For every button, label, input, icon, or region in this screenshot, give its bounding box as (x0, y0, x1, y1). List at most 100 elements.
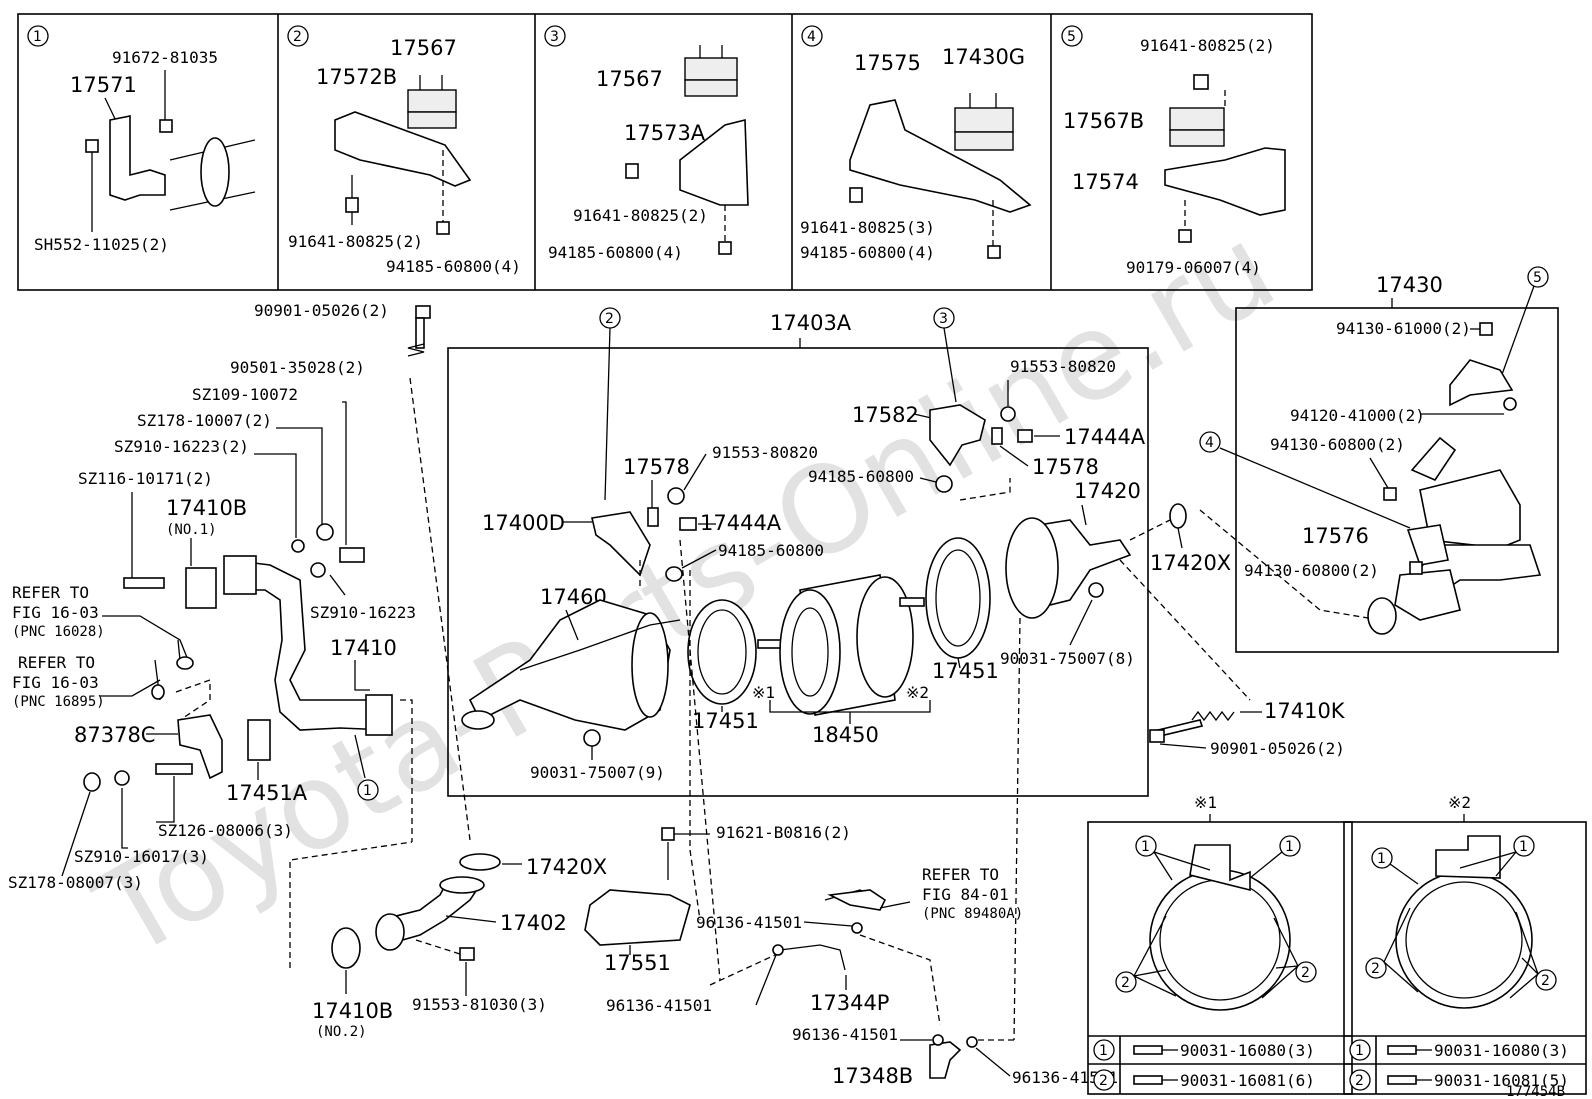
label: 94185-60800(4) (386, 257, 521, 276)
bottom-assembly: 17420X 17402 17410B (NO.2) 91553-81030(3… (289, 539, 1118, 1088)
label: FIG 84-01 (922, 885, 1009, 904)
label: REFER TO (18, 653, 95, 672)
label: 94120-41000(2) (1290, 406, 1425, 425)
left-assembly: 90901-05026(2) 90501-35028(2) SZ109-1007… (8, 301, 471, 892)
label: 91641-80825(2) (573, 206, 708, 225)
mount-17567 (684, 57, 738, 81)
label: 17451A (226, 781, 308, 805)
label: 90031-75007(8) (1000, 649, 1135, 668)
catalyst (1394, 569, 1461, 621)
label: 17551 (604, 951, 671, 975)
label: 17451 (692, 709, 759, 733)
label: 4 (1205, 435, 1214, 451)
bracket-87378C (177, 714, 223, 780)
label: (NO.2) (316, 1024, 367, 1040)
label: 17571 (70, 73, 137, 97)
label: 17344P (810, 991, 889, 1015)
label: 17410B (166, 496, 247, 520)
label: 17582 (852, 403, 919, 427)
label: SH552-11025(2) (34, 235, 169, 254)
label: SZ178-08007(3) (8, 873, 143, 892)
label: 1 (1377, 851, 1386, 867)
label: SZ109-10072 (192, 385, 298, 404)
label: 91641-80825(3) (800, 218, 935, 237)
label: 17444A (1064, 425, 1146, 449)
label: 5 (1067, 29, 1076, 45)
label: 2 (1099, 1073, 1108, 1089)
label: 91553-81030(3) (412, 995, 547, 1014)
label: 1 (1099, 1043, 1108, 1059)
mount-17567B (1169, 107, 1225, 131)
label: ※2 (1448, 793, 1471, 812)
label: 2 (1121, 975, 1130, 991)
label: 17572B (316, 65, 397, 89)
label: 2 (1541, 973, 1550, 989)
hose-17348B (929, 1041, 962, 1079)
label: 17575 (854, 51, 921, 75)
label: 17444A (700, 511, 782, 535)
label: 17578 (623, 455, 690, 479)
label: 96136-41501 (792, 1025, 898, 1044)
label: 1 (33, 29, 42, 45)
label: 17420 (1074, 479, 1141, 503)
label: 87378C (74, 723, 155, 747)
label: REFER TO (922, 865, 999, 884)
bolt-spec: 90031-16081(6) (1180, 1071, 1315, 1090)
label: 91641-80825(2) (1140, 36, 1275, 55)
label: 17410B (312, 999, 393, 1023)
star-1: ※1 (752, 683, 775, 702)
label: 17410 (330, 636, 397, 660)
label: 2 (1355, 1073, 1364, 1089)
label: 17430G (942, 45, 1025, 69)
stud (123, 577, 165, 589)
detail-2: ※2 1 1 2 2 1 2 90031-16080(3) 90031-1608… (1343, 793, 1587, 1095)
panel-5: 5 91641-80825(2) 17567B 17574 90179-0600… (1061, 25, 1286, 277)
label: 1 (1355, 1043, 1364, 1059)
label: 1 (1141, 839, 1150, 855)
label: 4 (807, 29, 816, 45)
mount-17567 (407, 89, 457, 113)
label: 91672-81035 (112, 48, 218, 67)
gasket-17420X (459, 853, 501, 871)
label: 90901-05026(2) (254, 301, 389, 320)
label: 17348B (832, 1064, 913, 1088)
label: 94130-60800(2) (1270, 435, 1405, 454)
label: FIG 16-03 (12, 603, 99, 622)
label: 17574 (1072, 170, 1139, 194)
gasket-17420X (1169, 503, 1187, 529)
label: 1 (1285, 839, 1294, 855)
gasket-17451 (687, 599, 757, 705)
bracket-17576 (1406, 524, 1449, 566)
right-assembly: 17430 5 4 94130-61000(2) 94120-41000(2) … (1119, 266, 1559, 758)
label: SZ178-10007(2) (137, 411, 272, 430)
bracket-17572B (334, 111, 472, 187)
bracket-17575 (849, 99, 1032, 213)
bracket-17574 (1164, 147, 1286, 216)
label: FIG 16-03 (12, 673, 99, 692)
label: 96136-41501 (1012, 1068, 1118, 1087)
label: 17402 (500, 911, 567, 935)
label: (PNC 16895) (12, 694, 105, 710)
bolt-spec: 90031-16080(3) (1180, 1041, 1315, 1060)
label: 17400D (482, 511, 565, 535)
label: (NO.1) (166, 522, 217, 538)
label: 17420X (1150, 551, 1231, 575)
label: 17451 (932, 659, 999, 683)
gasket-17410B-no2 (331, 927, 361, 969)
label: 94130-61000(2) (1336, 319, 1471, 338)
label: SZ910-16223(2) (114, 437, 249, 456)
assembly-title: 17403A (770, 311, 852, 335)
label: 1 (1519, 839, 1528, 855)
label: 91641-80825(2) (288, 232, 423, 251)
label: 90179-06007(4) (1126, 258, 1261, 277)
label: 91621-B0816(2) (716, 823, 851, 842)
label: 3 (550, 29, 559, 45)
label: SZ910-16223 (310, 603, 416, 622)
insulator-17551 (584, 889, 691, 946)
assembly-title: 17430 (1376, 273, 1443, 297)
label: 94185-60800(4) (548, 243, 683, 262)
label: 17578 (1032, 455, 1099, 479)
bracket-17571 (109, 115, 166, 201)
bracket-17400D (591, 511, 651, 577)
